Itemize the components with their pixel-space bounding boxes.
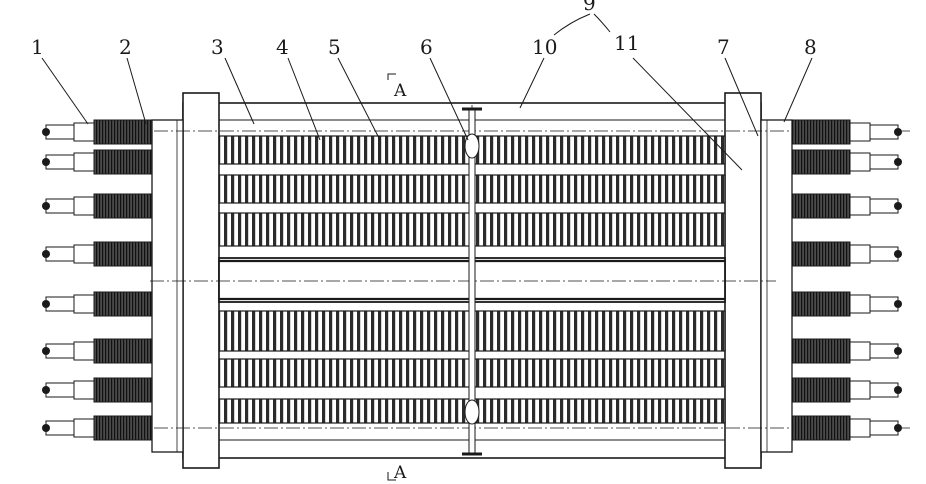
left-terminal <box>42 416 152 440</box>
right-terminal <box>792 292 902 316</box>
callout-3: 3 <box>211 35 224 59</box>
right-header-plate <box>725 93 792 468</box>
section-marker-bottom: A <box>388 463 407 483</box>
right-terminal <box>792 378 902 402</box>
section-label-top: A <box>393 81 407 101</box>
section-marker-top: A <box>388 74 407 101</box>
callout-5: 5 <box>328 35 341 59</box>
callouts: 1 2 3 4 5 6 9 10 11 7 8 <box>31 0 817 59</box>
right-terminal <box>792 120 902 144</box>
left-terminal <box>42 150 152 174</box>
callout-10: 10 <box>532 35 557 59</box>
left-terminal <box>42 194 152 218</box>
callout-7: 7 <box>717 35 730 59</box>
callout-8: 8 <box>804 35 817 59</box>
section-label-bottom: A <box>393 463 407 483</box>
right-terminals <box>792 120 902 440</box>
left-terminal <box>42 339 152 363</box>
right-terminal <box>792 416 902 440</box>
callout-6: 6 <box>420 35 433 59</box>
left-terminal <box>42 120 152 144</box>
right-terminal <box>792 194 902 218</box>
right-terminal <box>792 150 902 174</box>
callout-4: 4 <box>276 35 289 59</box>
left-terminal <box>42 378 152 402</box>
left-terminal <box>42 292 152 316</box>
left-header-plate <box>152 93 219 468</box>
callout-1: 1 <box>31 35 44 59</box>
callout-9: 9 <box>583 0 596 15</box>
callout-2: 2 <box>119 35 132 59</box>
callout-11: 11 <box>614 31 639 55</box>
right-terminal <box>792 242 902 266</box>
right-terminal <box>792 339 902 363</box>
left-terminal <box>42 242 152 266</box>
left-terminals <box>42 120 152 440</box>
